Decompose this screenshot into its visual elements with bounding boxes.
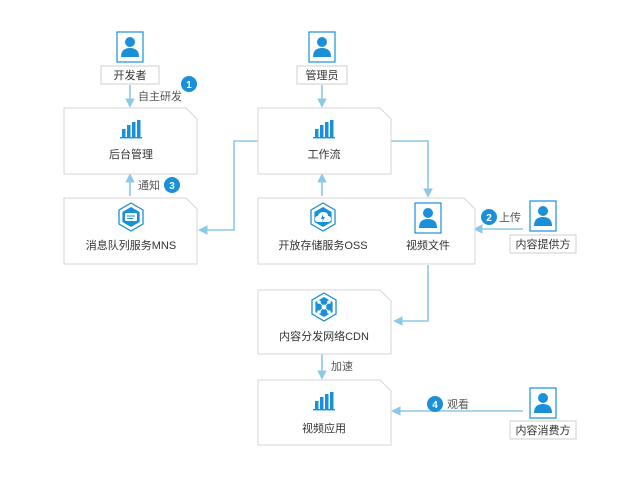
actor-admin-label: 管理员	[306, 68, 339, 82]
video-file-icon	[414, 202, 442, 234]
edge-label-accelerate: 加速	[331, 360, 353, 373]
node-video-app: 视频应用	[257, 379, 392, 446]
node-workflow: 工作流	[257, 107, 392, 175]
actor-developer-label: 开发者	[114, 68, 147, 82]
edge-label-watch: 4 观看	[427, 396, 469, 412]
node-backend: 后台管理	[63, 107, 198, 175]
step-badge	[427, 396, 443, 412]
person-icon	[308, 31, 336, 63]
node-cdn: 内容分发网络CDN	[257, 289, 392, 355]
edge-workflow-to-videofile	[390, 140, 433, 198]
actor-content-provider: 内容提供方	[509, 200, 577, 254]
edge-label: 加速	[331, 360, 353, 373]
edge-videofile-to-cdn	[393, 265, 429, 326]
node-mns-label: 消息队列服务MNS	[86, 238, 176, 252]
actor-admin: 管理员	[296, 31, 348, 85]
person-icon	[529, 387, 557, 419]
node-backend-label: 后台管理	[109, 147, 153, 161]
node-cdn-label: 内容分发网络CDN	[279, 329, 369, 343]
node-videoapp-label: 视频应用	[302, 421, 346, 435]
edge-label: 通知	[138, 178, 160, 192]
actor-developer: 开发者	[100, 31, 160, 85]
edge-label: 上传	[499, 211, 521, 224]
node-storage-group: 开放存储服务OSS 视频文件	[257, 197, 476, 265]
node-oss-label: 开放存储服务OSS	[278, 238, 367, 252]
step-badge	[481, 209, 497, 225]
step-badge-number: 2	[486, 213, 492, 224]
person-icon	[116, 31, 144, 63]
edge-label: 观看	[447, 397, 469, 411]
person-icon	[529, 200, 557, 232]
step-badge-number: 1	[186, 80, 192, 91]
edge-label-notify: 通知 3	[138, 177, 180, 193]
edge-workflow-to-mns	[198, 140, 258, 235]
connectors	[125, 85, 523, 416]
cloud-storage-icon	[310, 202, 336, 232]
message-icon	[118, 202, 144, 232]
step-badge-number: 3	[169, 181, 175, 192]
actor-consumer-label: 内容消费方	[516, 423, 571, 437]
actor-content-consumer: 内容消费方	[509, 387, 577, 440]
node-videofile-label: 视频文件	[406, 238, 450, 252]
node-workflow-label: 工作流	[308, 147, 341, 161]
edge-label: 自主研发	[138, 89, 182, 103]
step-badge	[181, 76, 197, 92]
step-badge	[164, 177, 180, 193]
node-mns: 消息队列服务MNS	[63, 197, 198, 265]
step-badge-number: 4	[432, 400, 438, 411]
network-icon	[311, 292, 337, 322]
edge-label-upload: 2 上传	[481, 209, 521, 225]
actor-provider-label: 内容提供方	[516, 237, 571, 251]
edge-label-self-develop: 1 自主研发	[138, 76, 197, 103]
